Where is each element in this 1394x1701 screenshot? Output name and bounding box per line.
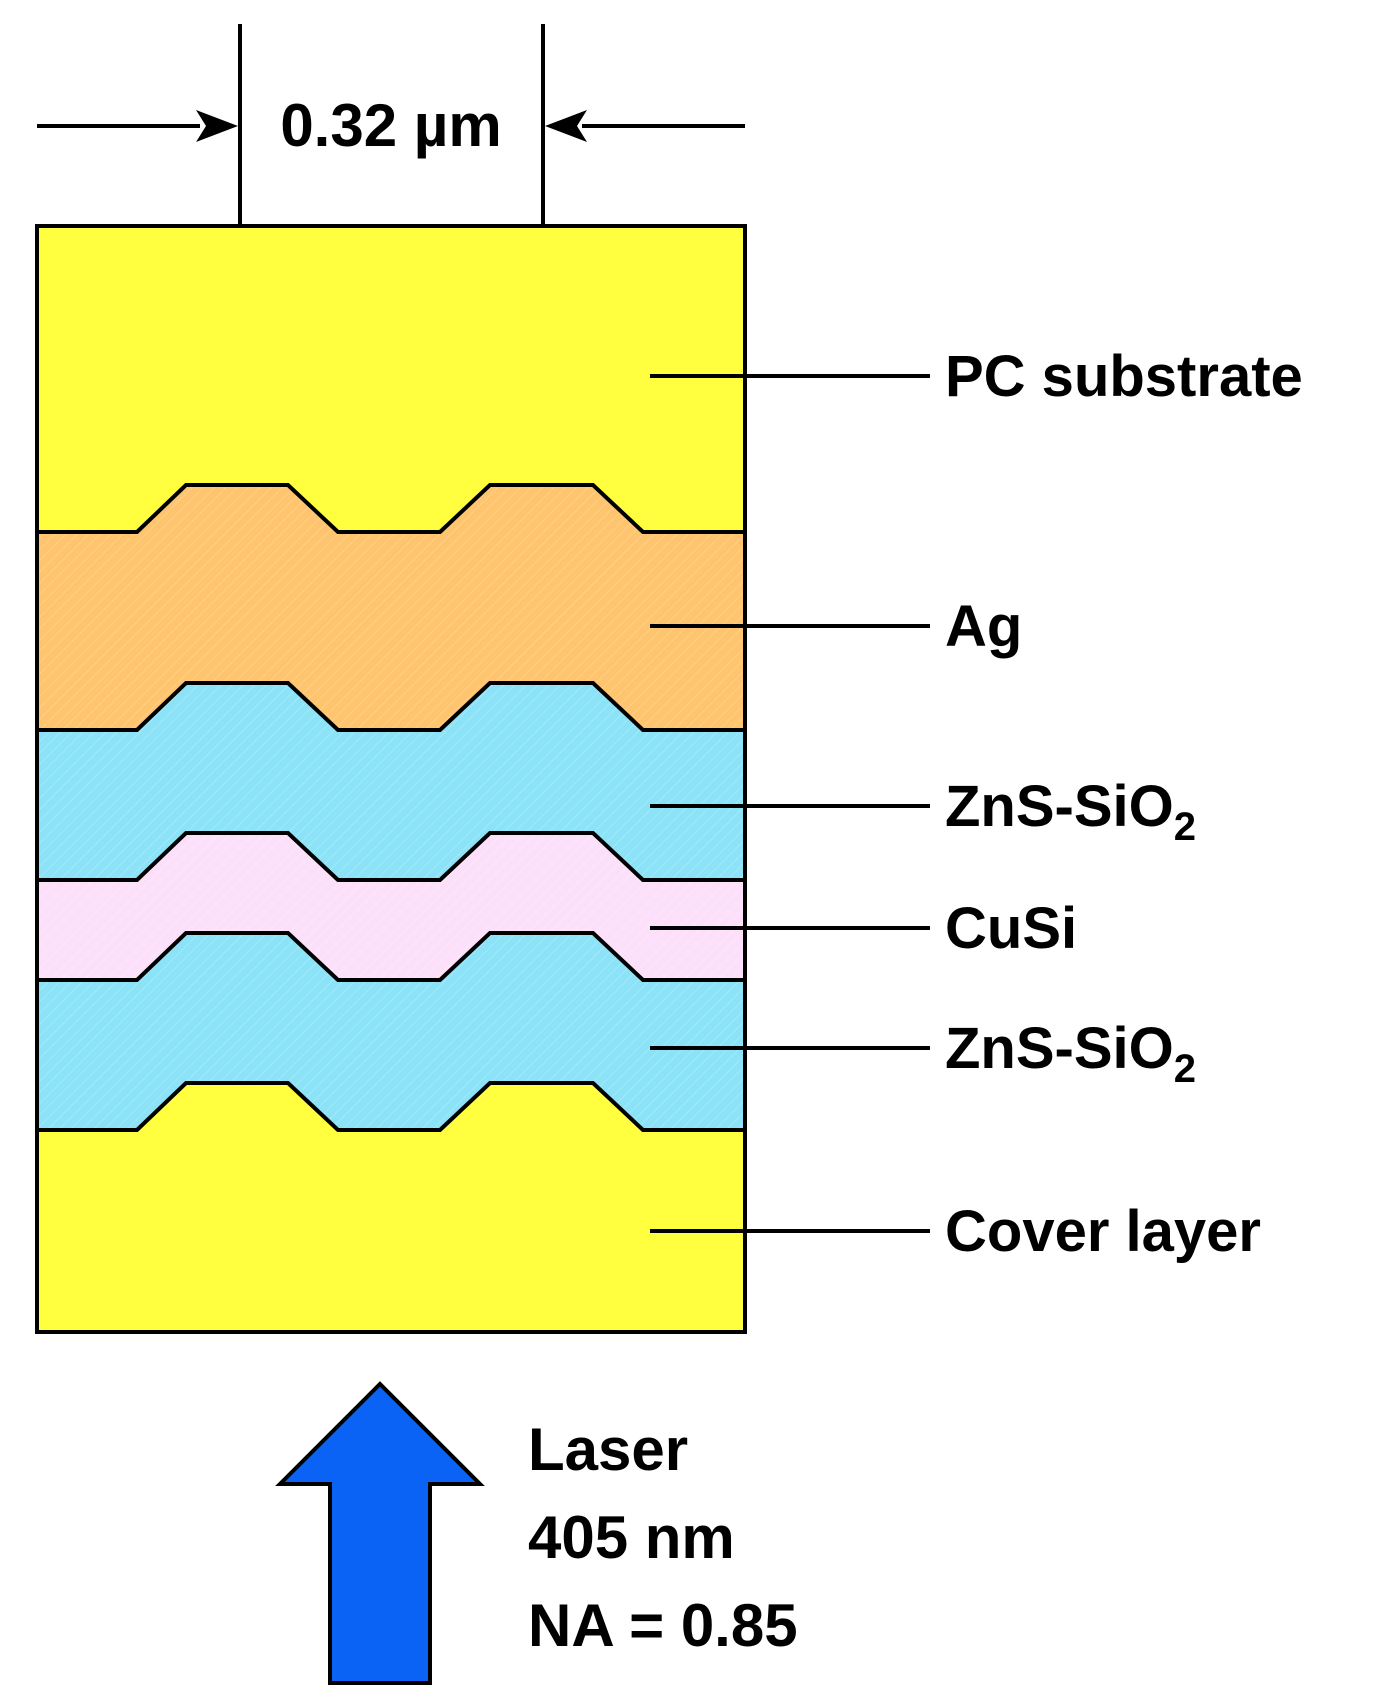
label-zns-sio2-bottom: ZnS-SiO2 [945,1016,1196,1091]
layer-cover-layer [37,1083,745,1332]
stack-frame [35,224,747,1334]
layer-stack [35,224,747,1334]
laser-numerical-aperture: NA = 0.85 [528,1592,798,1659]
interface-pc-ag [37,483,745,534]
hatch-overlay-zns-bottom [37,933,745,1130]
label-zns-sio2-top-subscript: 2 [1174,805,1196,849]
dimension-label: 0.32 µm [280,92,501,159]
laser-wavelength: 405 nm [528,1504,735,1571]
label-zns-sio2-top: ZnS-SiO2 [945,774,1196,849]
laser-label: Laser [528,1416,688,1483]
interface-ag-zns [37,681,745,732]
hatch-overlay-ag [37,485,745,730]
hatch-overlay-zns-top [37,683,745,880]
label-pc-substrate: PC substrate [945,344,1303,409]
layer-pc-substrate [37,226,745,532]
dimension-arrowhead-right-pointing [196,110,238,142]
label-zns-sio2-top-main: ZnS-SiO [945,774,1174,839]
label-ag: Ag [945,594,1022,659]
label-cusi: CuSi [945,896,1077,961]
label-zns-sio2-bottom-subscript: 2 [1174,1047,1196,1091]
interface-zns-cover [37,1081,745,1132]
dimension-arrowhead-left-pointing [545,110,587,142]
dimension-indicator: 0.32 µm [37,24,745,226]
laser-section: Laser 405 nm NA = 0.85 [275,1381,798,1685]
interface-zns-cusi [37,831,745,882]
layer-labels: PC substrate Ag ZnS-SiO2 CuSi ZnS-SiO2 C… [650,344,1303,1264]
interface-cusi-zns [37,931,745,982]
hatch-overlay-cusi [37,833,745,980]
label-zns-sio2-bottom-main: ZnS-SiO [945,1016,1174,1081]
label-cover-layer: Cover layer [945,1199,1261,1264]
laser-up-arrow-icon [275,1381,485,1685]
